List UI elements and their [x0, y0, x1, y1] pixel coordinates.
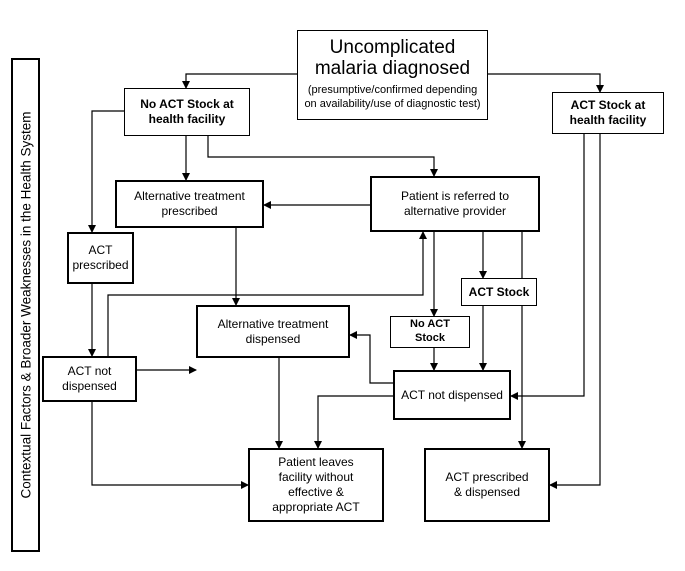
node-act-stock: ACT Stock [461, 278, 537, 306]
node-no-act-stock-facility: No ACT Stock at health facility [124, 88, 250, 136]
diagnosed-subtitle: (presumptive/confirmed depending on avai… [304, 84, 481, 110]
node-alt-treatment-dispensed: Alternative treatment dispensed [196, 305, 350, 358]
arrow-act-not-dispensed-to-leaves [314, 395, 393, 449]
node-alt-treatment-prescribed: Alternative treatment prescribed [115, 180, 264, 228]
arrow-no-stock-to-act-prescribed [88, 110, 124, 233]
arrow-not-dispensed-to-leaves [91, 402, 249, 489]
sidebar-label: Contextual Factors & Broader Weaknesses … [18, 111, 33, 499]
diagnosed-title: Uncomplicated malaria diagnosed [314, 37, 471, 80]
node-malaria-diagnosed: Uncomplicated malaria diagnosed (presump… [297, 30, 488, 120]
arrow-diagnosed-to-no-stock [182, 73, 297, 89]
arrow-diagnosed-to-stock [488, 73, 604, 93]
node-referred-alt-provider: Patient is referred to alternative provi… [370, 176, 540, 232]
node-act-stock-facility: ACT Stock at health facility [552, 92, 664, 134]
node-act-not-dispensed-right: ACT not dispensed [393, 370, 511, 420]
node-act-not-dispensed-left: ACT not dispensed [42, 356, 137, 402]
arrow-stock-facility-to-act-not-dispensed [510, 134, 585, 400]
node-no-act-stock: No ACT Stock [390, 316, 470, 348]
node-patient-leaves-facility: Patient leaves facility without effectiv… [248, 448, 384, 522]
arrow-not-dispensed-to-referred [107, 231, 427, 356]
arrow-no-stock-to-referred [207, 136, 438, 177]
arrow-stock-facility-to-act-prescribed-dispensed [549, 134, 601, 489]
arrow-act-not-dispensed-to-alt-dispensed [349, 331, 393, 384]
node-act-prescribed: ACT prescribed [67, 232, 134, 284]
node-act-prescribed-dispensed: ACT prescribed & dispensed [424, 448, 550, 522]
contextual-factors-sidebar: Contextual Factors & Broader Weaknesses … [11, 58, 40, 552]
